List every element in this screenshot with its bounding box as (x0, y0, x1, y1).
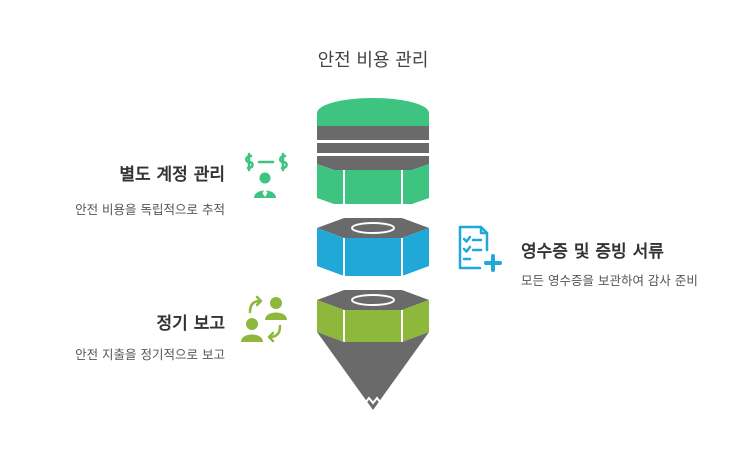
regular-report-description: 안전 지출을 정기적으로 보고 (75, 347, 225, 362)
separate-account-description: 안전 비용을 독립적으로 추적 (75, 202, 225, 217)
money-transfer-person-icon (245, 152, 288, 198)
regular-report-heading: 정기 보고 (156, 314, 225, 334)
receipts-documents-description: 모든 영수증을 보관하여 감사 준비 (521, 273, 698, 288)
separate-account-heading: 별도 계정 관리 (119, 165, 225, 185)
diagram-title: 안전 비용 관리 (317, 50, 429, 71)
receipts-documents-heading: 영수증 및 증빙 서류 (521, 242, 664, 262)
checklist-add-document-icon (458, 225, 502, 272)
green-cylinder-segment (317, 98, 429, 204)
people-exchange-icon (241, 295, 287, 343)
olive-nut-segment (317, 290, 429, 342)
blue-nut-segment (317, 218, 429, 276)
pencil-tip (317, 332, 429, 410)
